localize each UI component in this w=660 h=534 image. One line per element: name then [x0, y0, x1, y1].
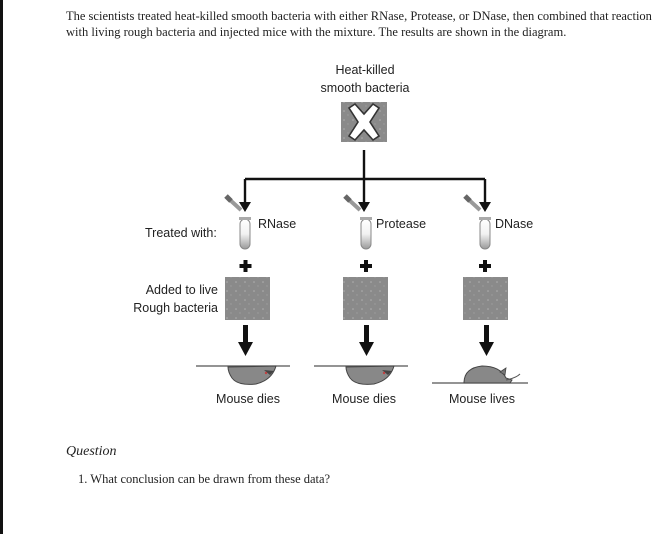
- outcome-label-rnase: Mouse dies: [216, 392, 280, 406]
- enzyme-label-dnase: DNase: [495, 217, 534, 231]
- plus-icon: [360, 260, 372, 272]
- outcome-label-protease: Mouse dies: [332, 392, 396, 406]
- rough-bacteria-culture: [463, 277, 508, 320]
- added-label-line1: Added to live: [145, 283, 218, 297]
- live-mouse-icon: [432, 365, 528, 384]
- rough-bacteria-culture: [343, 277, 388, 320]
- dead-mouse-icon: [196, 365, 290, 385]
- enzyme-label-rnase: RNase: [258, 217, 297, 231]
- rough-bacteria-culture: [225, 277, 270, 320]
- down-arrow-icon: [479, 325, 494, 356]
- pipette-icon: [463, 194, 482, 212]
- heat-killed-bacteria-icon: [341, 102, 387, 142]
- test-tube-icon: [479, 217, 491, 250]
- test-tube-icon: [239, 217, 251, 250]
- branch-dnase: [432, 194, 528, 384]
- added-label-line2: Rough bacteria: [133, 301, 218, 315]
- down-arrow-icon: [238, 325, 253, 356]
- branch-connector: [243, 150, 487, 206]
- plus-icon: [479, 260, 491, 272]
- down-arrow-icon: [359, 325, 374, 356]
- branch-protease: [314, 194, 408, 385]
- question-item: 1. What conclusion can be drawn from the…: [78, 472, 331, 486]
- connector-arrowheads: [239, 202, 491, 212]
- question-heading: Question: [66, 444, 117, 459]
- source-label-line2: smooth bacteria: [320, 81, 410, 95]
- test-tube-icon: [360, 217, 372, 250]
- intro-paragraph: The scientists treated heat-killed smoot…: [66, 9, 652, 39]
- treated-with-label: Treated with:: [145, 226, 217, 240]
- plus-icon: [239, 260, 252, 272]
- enzyme-label-protease: Protease: [376, 217, 427, 231]
- left-border-line: [0, 0, 3, 534]
- source-label-line1: Heat-killed: [335, 63, 395, 77]
- branch-rnase: [196, 194, 290, 385]
- source-label: Heat-killed smooth bacteria: [300, 61, 430, 97]
- dead-mouse-icon: [314, 365, 408, 385]
- pipette-icon: [224, 194, 243, 212]
- added-to-rough-label: Added to live Rough bacteria: [126, 281, 218, 317]
- pipette-icon: [343, 194, 362, 212]
- outcome-label-dnase: Mouse lives: [449, 392, 515, 406]
